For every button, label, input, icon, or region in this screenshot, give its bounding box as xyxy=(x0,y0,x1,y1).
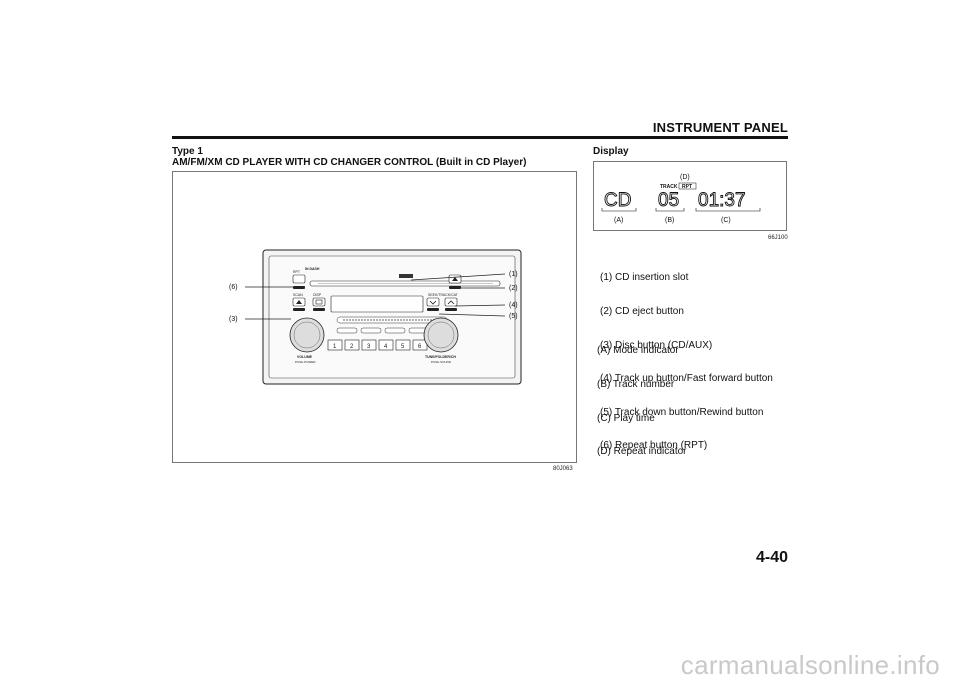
label-d: (D) xyxy=(680,174,690,181)
header-rule xyxy=(172,136,788,139)
leader-4 xyxy=(454,304,506,307)
figure-left-code: 80J063 xyxy=(553,466,573,472)
legend-letters: (A) Mode indicator (B) Track number (C) … xyxy=(597,323,686,469)
lcd-track: 05 xyxy=(658,190,679,211)
panel-label-rpt: RPT xyxy=(293,270,301,274)
display-title: Display xyxy=(593,146,629,157)
track-down-button xyxy=(426,297,440,307)
legend-item-2: (2) CD eject button xyxy=(600,306,684,318)
callout-1: (1) xyxy=(509,271,518,278)
panel-label-volume: VOLUME xyxy=(297,355,313,359)
label-c: (C) xyxy=(721,217,731,224)
rpt-button xyxy=(292,274,306,284)
mp3-badge xyxy=(399,274,413,278)
panel-label-tune: TUNE/FOLDER/CH xyxy=(425,355,456,359)
legend-item-d: (D) Repeat indicator xyxy=(597,446,687,458)
label-a: (A) xyxy=(614,217,623,224)
legend-item-b: (B) Track number xyxy=(597,379,675,391)
callout-2: (2) xyxy=(509,285,518,292)
preset-5: 5 xyxy=(401,344,405,350)
volume-knob xyxy=(289,317,325,353)
figure-right-code: 66J100 xyxy=(768,235,788,241)
panel-label-disp: DISP xyxy=(313,293,322,297)
preset-buttons: 1 2 3 4 5 6 xyxy=(327,339,428,351)
legend-item-5: (5) Track down button/Rewind button xyxy=(600,406,764,418)
panel-label-seek: SEEK/TRACK/CAT xyxy=(428,293,459,297)
radio-figure: RPT IN DASH SCAN DISP SEEK/TRACK/CAT xyxy=(172,171,577,463)
preset-1: 1 xyxy=(333,344,337,350)
figure-type-label: Type 1 xyxy=(172,146,203,157)
lcd-track-label: TRACK xyxy=(660,184,678,190)
legend-item-3: (3) Disc button (CD/AUX) xyxy=(600,339,713,351)
preset-6: 6 xyxy=(418,344,422,350)
tune-knob xyxy=(423,317,459,353)
track-up-button xyxy=(444,297,458,307)
watermark-link[interactable]: carmanualsonline.info xyxy=(680,650,940,680)
preset-2: 2 xyxy=(350,344,354,350)
label-b: (B) xyxy=(665,217,674,224)
leader-5 xyxy=(438,313,506,317)
panel-label-scan: SCAN xyxy=(293,293,303,297)
legend-item-c: (C) Play time xyxy=(597,412,655,424)
panel-label-push-power: PUSH POWER xyxy=(295,360,316,364)
preset-3: 3 xyxy=(367,344,371,350)
display-figure: (D) TRACK RPT CD 05 01:37 (A) (B) (C) xyxy=(593,161,787,231)
callout-6: (6) xyxy=(229,284,238,291)
lcd-illustration: (D) TRACK RPT CD 05 01:37 (A) (B) (C) xyxy=(601,174,761,224)
lcd-window xyxy=(330,295,424,313)
page-number: 4-40 xyxy=(755,549,788,566)
svg-text:IN DASH: IN DASH xyxy=(305,267,320,271)
disp-button xyxy=(312,297,326,307)
preset-4: 4 xyxy=(384,344,388,350)
figure-title: AM/FM/XM CD PLAYER WITH CD CHANGER CONTR… xyxy=(172,157,527,168)
legend-item-6: (6) Repeat button (RPT) xyxy=(600,440,708,452)
callout-4: (4) xyxy=(509,302,518,309)
leader-1 xyxy=(410,273,506,281)
legend-item-1: (1) CD insertion slot xyxy=(600,272,689,284)
lcd-mode: CD xyxy=(604,190,631,211)
lcd-time: 01:37 xyxy=(698,190,746,211)
lcd-rpt-label: RPT xyxy=(682,184,692,190)
panel-label-push-sound: PUSH SOUND xyxy=(431,360,452,364)
legend-item-a: (A) Mode indicator xyxy=(597,345,679,357)
radio-illustration: RPT IN DASH SCAN DISP SEEK/TRACK/CAT xyxy=(229,249,522,385)
page-header-title: INSTRUMENT PANEL xyxy=(652,120,788,135)
legend-numbers: (1) CD insertion slot (2) CD eject butto… xyxy=(600,250,773,463)
callout-5: (5) xyxy=(509,313,518,320)
legend-item-4: (4) Track up button/Fast forward button xyxy=(600,373,773,385)
callout-3: (3) xyxy=(229,316,238,323)
